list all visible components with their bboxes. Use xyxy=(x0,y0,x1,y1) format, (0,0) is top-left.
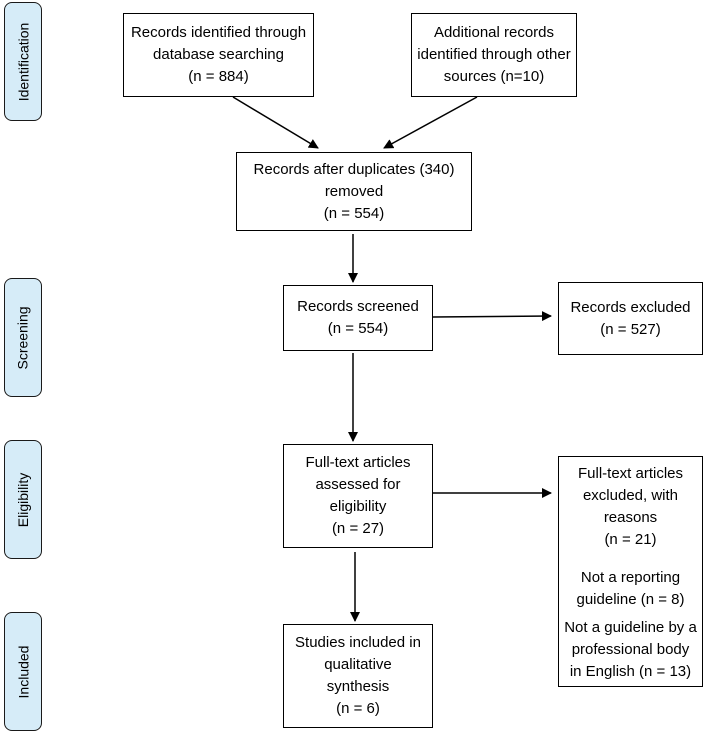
box-line: synthesis xyxy=(326,678,390,695)
box-fulltext-excluded: Full-text articles excluded, with reason… xyxy=(558,456,703,687)
box-line: Records screened xyxy=(297,298,419,315)
box-line: (n = 6) xyxy=(336,700,380,717)
exclusion-reason: professional body xyxy=(571,641,690,658)
box-line: assessed for xyxy=(315,476,401,493)
stage-screening: Screening xyxy=(4,278,42,397)
box-line: excluded, with xyxy=(582,487,679,504)
arrow-other-to-duplicates xyxy=(383,96,478,149)
stage-included: Included xyxy=(4,612,42,731)
box-studies-included: Studies included in qualitative synthesi… xyxy=(283,624,433,728)
box-line: identified through other xyxy=(417,46,571,63)
box-line: (n = 554) xyxy=(327,320,389,337)
box-line: database searching xyxy=(153,46,284,63)
box-line: (n = 27) xyxy=(331,520,385,537)
box-line: Studies included in xyxy=(295,634,421,651)
box-line: Additional records xyxy=(433,24,555,41)
box-line: (n = 554) xyxy=(323,204,385,222)
box-line: reasons xyxy=(603,509,658,526)
arrow-screened-to-excluded xyxy=(432,311,552,322)
box-line: sources (n=10) xyxy=(443,68,545,85)
box-line: Records after duplicates (340) xyxy=(253,160,455,178)
box-after-duplicates: Records after duplicates (340) removed (… xyxy=(236,152,472,231)
box-line: (n = 884) xyxy=(188,68,249,85)
exclusion-reason: in English (n = 13) xyxy=(569,663,692,680)
exclusion-reason: Not a reporting xyxy=(580,569,681,586)
box-line: Full-text articles xyxy=(305,454,411,471)
stage-eligibility: Eligibility xyxy=(4,440,42,559)
box-line: (n = 21) xyxy=(604,531,657,548)
box-line: eligibility xyxy=(329,498,387,515)
box-database-search: Records identified through database sear… xyxy=(123,13,314,97)
box-line: qualitative xyxy=(324,656,392,673)
box-fulltext-assessed: Full-text articles assessed for eligibil… xyxy=(283,444,433,548)
exclusion-reason: guideline (n = 8) xyxy=(576,591,685,608)
box-line: (n = 527) xyxy=(600,320,661,338)
box-line: removed xyxy=(324,182,384,200)
box-line: Full-text articles xyxy=(577,465,684,482)
box-other-sources: Additional records identified through ot… xyxy=(411,13,577,97)
box-records-screened: Records screened (n = 554) xyxy=(283,285,433,351)
stage-identification: Identification xyxy=(4,2,42,121)
exclusion-reason: Not a guideline by a xyxy=(564,619,697,636)
box-line: Records excluded xyxy=(570,298,691,316)
box-line: Records identified through xyxy=(130,24,307,41)
box-records-excluded: Records excluded (n = 527) xyxy=(558,282,703,355)
arrow-database-to-duplicates xyxy=(232,96,319,149)
